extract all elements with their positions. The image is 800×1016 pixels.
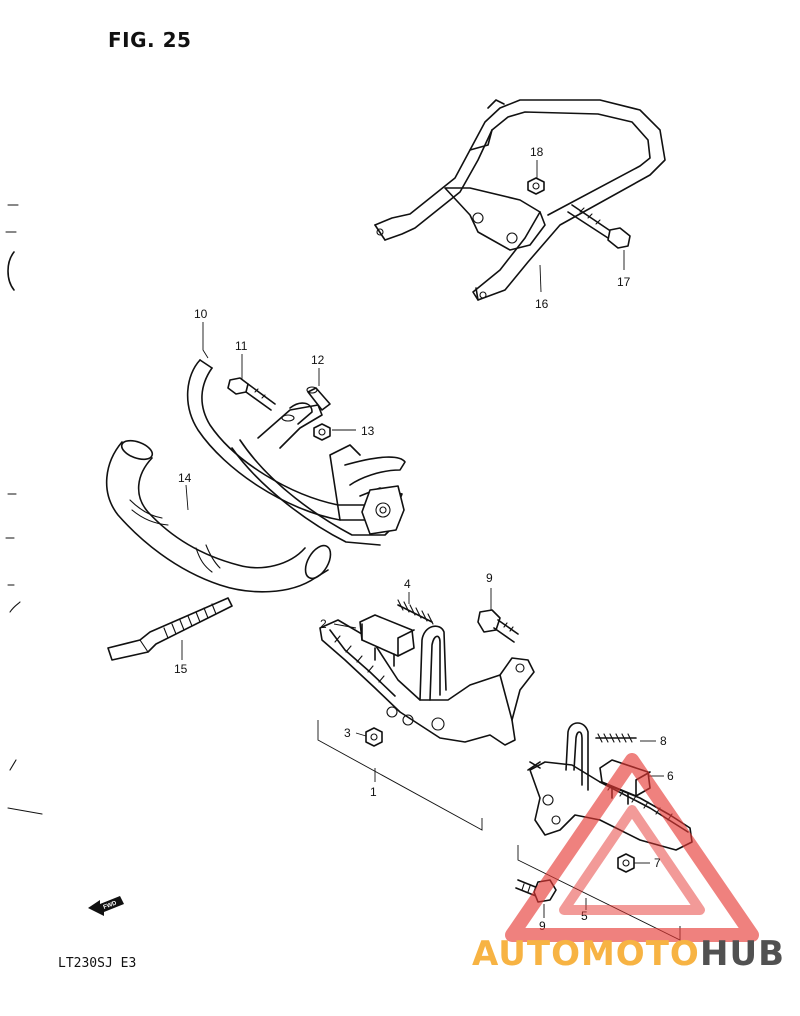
callout-12: 12 <box>311 353 325 367</box>
callout-13: 13 <box>361 424 375 438</box>
spring-8 <box>595 733 637 743</box>
callout-16: 16 <box>535 297 549 311</box>
callout-11: 11 <box>235 339 248 353</box>
bolt-9a <box>477 609 519 643</box>
nut-3 <box>365 727 383 747</box>
callout-3: 3 <box>344 726 351 740</box>
rubber-pad-2 <box>359 614 415 667</box>
tube-cover-14 <box>105 439 332 593</box>
callout-4: 4 <box>404 577 411 591</box>
rear-carrier-16 <box>374 99 666 301</box>
nut-13 <box>313 423 331 441</box>
callout-labels: 18 17 16 10 11 12 13 14 15 4 2 9 3 1 8 6… <box>174 145 674 933</box>
fwd-label: FWD <box>103 900 119 911</box>
model-code: LT230SJ E3 <box>58 956 137 971</box>
callout-18: 18 <box>530 145 544 159</box>
collar-12 <box>306 386 331 411</box>
scan-edge-marks <box>5 204 43 815</box>
callout-6: 6 <box>667 769 674 783</box>
spring-4 <box>397 599 434 625</box>
front-guard-10 <box>186 359 406 546</box>
figure-title: FIG. 25 <box>108 28 192 52</box>
nut-18 <box>527 177 545 195</box>
callout-5: 5 <box>581 909 588 923</box>
watermark-text-hub: HUB <box>700 934 785 974</box>
callout-17: 17 <box>617 275 631 289</box>
watermark-triangle-icon <box>505 753 759 942</box>
callout-1: 1 <box>370 785 377 799</box>
callout-9-upper: 9 <box>486 571 493 585</box>
watermark-text-automoto: AUTOMOTO <box>472 934 700 974</box>
callout-7: 7 <box>654 856 661 870</box>
callout-15: 15 <box>174 662 188 676</box>
watermark-logo: AUTOMOTO HUB <box>472 753 785 974</box>
callout-10: 10 <box>194 307 208 321</box>
left-footrest-1 <box>319 619 535 746</box>
callout-8: 8 <box>660 734 667 748</box>
callout-9-lower: 9 <box>539 919 546 933</box>
strap-15 <box>107 597 233 661</box>
callout-14: 14 <box>178 471 192 485</box>
bolt-11 <box>227 377 276 411</box>
bolt-17 <box>567 204 631 249</box>
fwd-arrow-icon: FWD <box>88 896 124 916</box>
callout-2: 2 <box>320 617 327 631</box>
nut-7 <box>617 853 635 873</box>
